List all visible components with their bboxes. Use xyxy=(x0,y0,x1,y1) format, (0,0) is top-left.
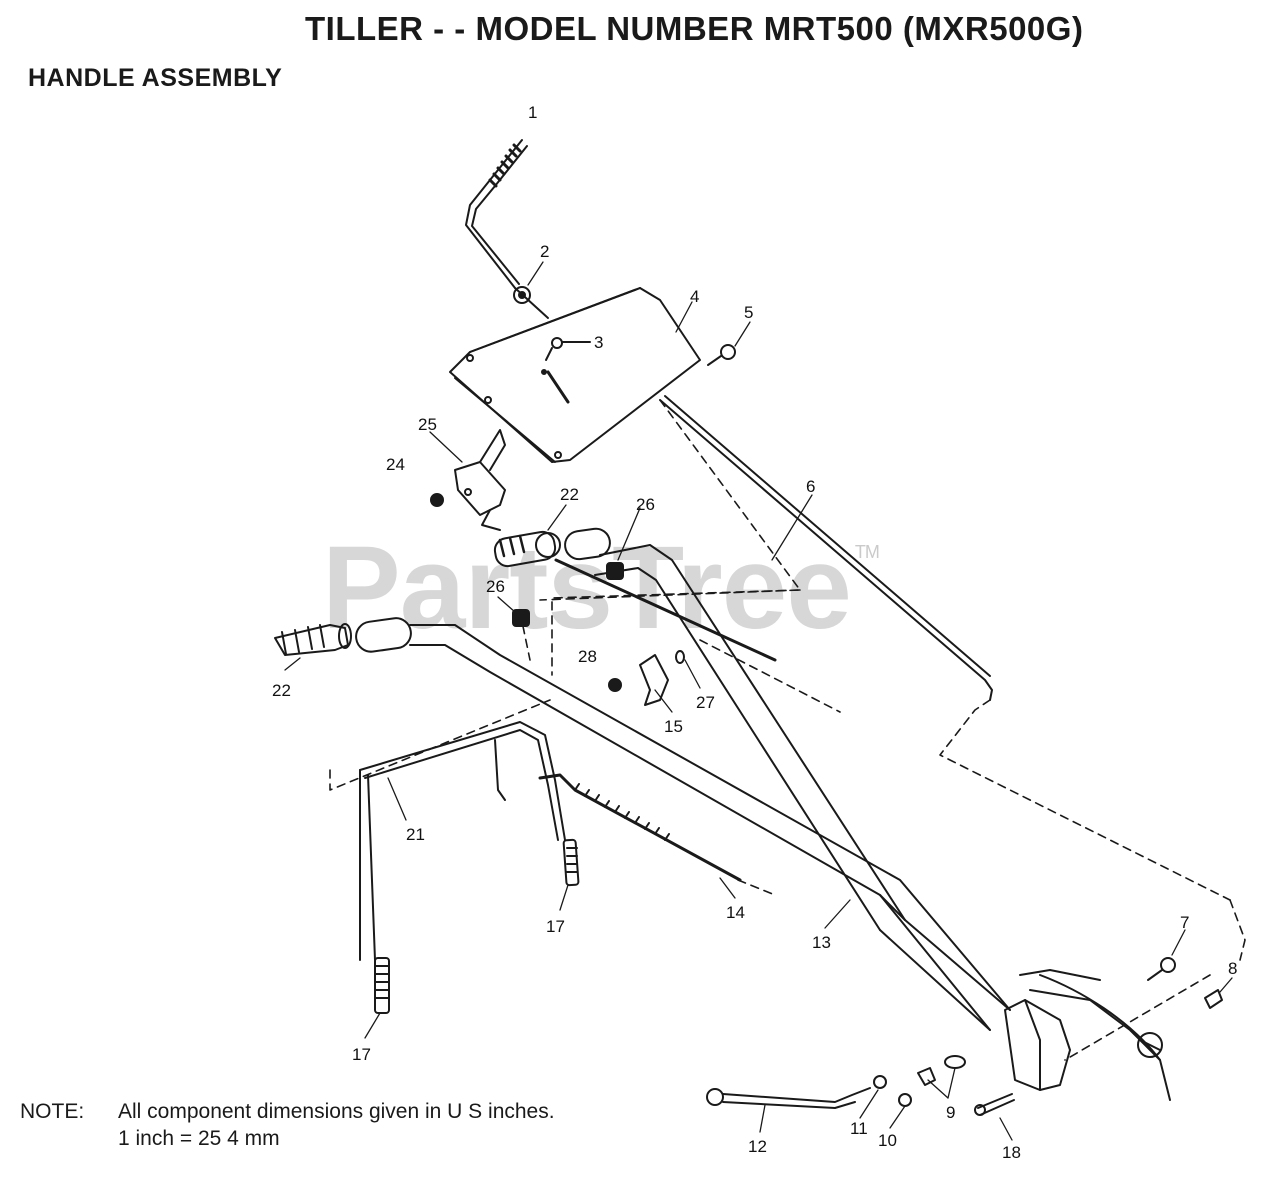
part-cable-upper xyxy=(554,558,777,662)
part-washer-11 xyxy=(873,1075,887,1089)
callout-15: 15 xyxy=(664,717,683,736)
part-nut-24 xyxy=(430,493,444,507)
callout-11: 11 xyxy=(850,1119,868,1138)
callout-6: 6 xyxy=(806,477,815,496)
callout-22-upper: 22 xyxy=(560,485,579,504)
part-rod-12 xyxy=(706,1087,871,1109)
note-line-1: All component dimensions given in U S in… xyxy=(118,1100,555,1123)
callout-26-upper: 26 xyxy=(636,495,655,514)
callout-17-mid: 17 xyxy=(546,917,565,936)
part-bolt-3 xyxy=(541,337,591,375)
part-bushing-2 xyxy=(513,286,531,304)
part-washer-9 xyxy=(917,1055,966,1086)
callout-10: 10 xyxy=(878,1131,897,1150)
callout-5: 5 xyxy=(744,303,753,322)
part-shift-plate xyxy=(449,287,701,463)
part-washer-27 xyxy=(675,650,685,664)
part-nut-10 xyxy=(898,1093,912,1107)
diagram-subtitle: HANDLE ASSEMBLY xyxy=(28,64,283,92)
callout-14: 14 xyxy=(726,903,745,922)
note-label: NOTE: xyxy=(20,1100,85,1123)
callout-8: 8 xyxy=(1228,959,1237,978)
part-nut-26-lower xyxy=(512,609,530,627)
callout-17-low: 17 xyxy=(352,1045,371,1064)
dashed-leaders xyxy=(329,399,1246,1061)
callout-12: 12 xyxy=(748,1137,767,1156)
callout-28: 28 xyxy=(578,647,597,666)
part-grip-17-low xyxy=(374,957,390,1014)
dimension-note: NOTE: All component dimensions given in U… xyxy=(20,1098,555,1152)
part-bushing-8 xyxy=(1137,989,1223,1058)
part-bracket-25 xyxy=(454,429,506,531)
callout-24: 24 xyxy=(386,455,405,474)
callout-leaders xyxy=(284,261,1233,1141)
callout-21: 21 xyxy=(406,825,425,844)
part-bolt-18 xyxy=(974,1093,1015,1116)
callout-2: 2 xyxy=(540,242,549,261)
callout-7: 7 xyxy=(1180,913,1189,932)
part-bolt-7 xyxy=(1147,957,1176,981)
part-screw-5 xyxy=(707,344,736,366)
part-shift-rod-long xyxy=(659,395,993,701)
callout-3: 3 xyxy=(594,333,603,352)
callout-25: 25 xyxy=(418,415,437,434)
callout-4: 4 xyxy=(690,287,699,306)
callout-26-lower: 26 xyxy=(486,577,505,596)
part-bracket-15 xyxy=(639,654,669,706)
part-handle-tube xyxy=(409,544,1011,1031)
part-shift-rod-lower xyxy=(359,721,566,961)
part-grip-17-mid xyxy=(562,838,580,887)
note-line-2: 1 inch = 25 4 mm xyxy=(118,1127,280,1150)
callout-numbers: 1 2 3 4 5 6 7 8 9 10 11 12 13 14 15 17 1… xyxy=(272,103,1237,1162)
part-cable-lower xyxy=(538,773,742,882)
part-shift-rod-upper xyxy=(465,139,549,319)
callout-22-lower: 22 xyxy=(272,681,291,700)
part-grip-upper xyxy=(493,527,611,568)
diagram-title: TILLER - - MODEL NUMBER MRT500 (MXR500G) xyxy=(305,10,1084,47)
callout-1: 1 xyxy=(528,103,537,122)
callout-27: 27 xyxy=(696,693,715,712)
callout-18: 18 xyxy=(1002,1143,1021,1162)
part-grip-lower xyxy=(274,617,412,656)
callout-9: 9 xyxy=(946,1103,955,1122)
callout-13: 13 xyxy=(812,933,831,952)
part-mount-bracket xyxy=(1004,969,1171,1101)
part-nut-28 xyxy=(608,678,622,692)
